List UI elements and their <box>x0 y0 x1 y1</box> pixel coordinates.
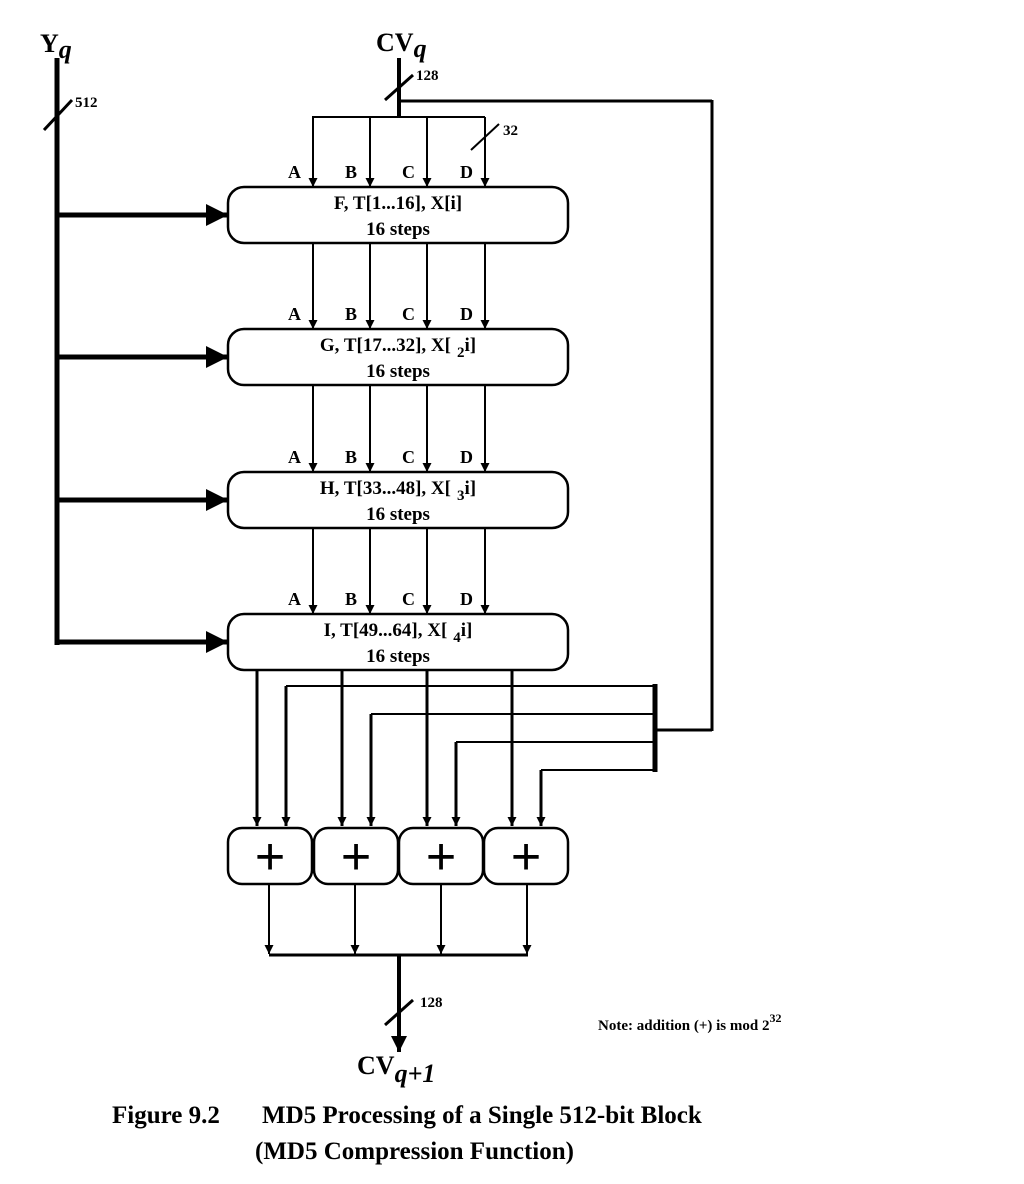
yq-label: Yq <box>40 29 72 64</box>
round-3-function: H, T[33...48], X[3i] <box>320 478 476 504</box>
round-3-box: H, T[33...48], X[3i]16 steps <box>226 470 570 530</box>
adder-1: + <box>226 826 314 886</box>
md5-diagram: Yq 512 CVq 128 32 A B C D A B C D A B C D A B C D F, T[… <box>40 28 781 1088</box>
word-label: C <box>402 589 415 609</box>
round-4-frame <box>226 612 570 672</box>
word-label: C <box>402 304 415 324</box>
output-width-label: 128 <box>420 995 443 1011</box>
round-2-function: G, T[17...32], X[2i] <box>320 335 476 361</box>
plus-icon: + <box>341 828 371 886</box>
message-width-label: 512 <box>75 95 98 111</box>
round-2-box: G, T[17...32], X[2i]16 steps <box>226 327 570 387</box>
plus-icon: + <box>426 828 456 886</box>
round-1-function: F, T[1...16], X[i] <box>334 193 462 214</box>
word-label: A <box>288 589 301 609</box>
message-width-tick <box>42 98 74 132</box>
plus-icon: + <box>511 828 541 886</box>
round-1-frame <box>226 185 570 245</box>
chaining-width-label: 128 <box>416 68 439 84</box>
adder-group: + + + + <box>226 670 570 954</box>
round-3-frame <box>226 470 570 530</box>
figure-subtitle: (MD5 Compression Function) <box>255 1138 574 1165</box>
round-1-box: F, T[1...16], X[i] 16 steps <box>226 185 570 245</box>
word-label: C <box>402 162 415 182</box>
cvq1-label: CVq+1 <box>357 1051 435 1088</box>
adder-4: + <box>482 826 570 886</box>
word-label: B <box>345 447 357 467</box>
note: Note: addition (+) is mod 232 <box>598 1011 781 1034</box>
word-label: D <box>460 304 473 324</box>
word-label: A <box>288 162 301 182</box>
chaining-width-tick <box>384 73 414 102</box>
figure-number: Figure 9.2 <box>112 1102 220 1129</box>
word-label: B <box>345 162 357 182</box>
round-2-frame <box>226 327 570 387</box>
round-1-steps: 16 steps <box>366 219 430 240</box>
adder-2: + <box>312 826 400 886</box>
round-4-function: I, T[49...64], X[4i] <box>324 620 473 646</box>
word-label: A <box>288 447 301 467</box>
round-4-box: I, T[49...64], X[4i]16 steps <box>226 612 570 672</box>
round-inputs: A B C D A B C D A B C D A B C D <box>288 117 490 614</box>
adder-3: + <box>397 826 485 886</box>
round-4-steps: 16 steps <box>366 646 430 667</box>
word-width-label: 32 <box>503 123 518 139</box>
output-width-tick <box>384 998 414 1027</box>
cvq-label: CVq <box>376 28 427 63</box>
word-label: D <box>460 447 473 467</box>
word-label: B <box>345 304 357 324</box>
word-label: D <box>460 162 473 182</box>
figure-title: MD5 Processing of a Single 512-bit Block <box>262 1102 702 1129</box>
plus-icon: + <box>255 828 285 886</box>
word-label: C <box>402 447 415 467</box>
word-label: D <box>460 589 473 609</box>
round-2-steps: 16 steps <box>366 361 430 382</box>
word-label: A <box>288 304 301 324</box>
round-3-steps: 16 steps <box>366 504 430 525</box>
word-label: B <box>345 589 357 609</box>
figure-caption: Figure 9.2 MD5 Processing of a Single 512… <box>112 1098 702 1170</box>
